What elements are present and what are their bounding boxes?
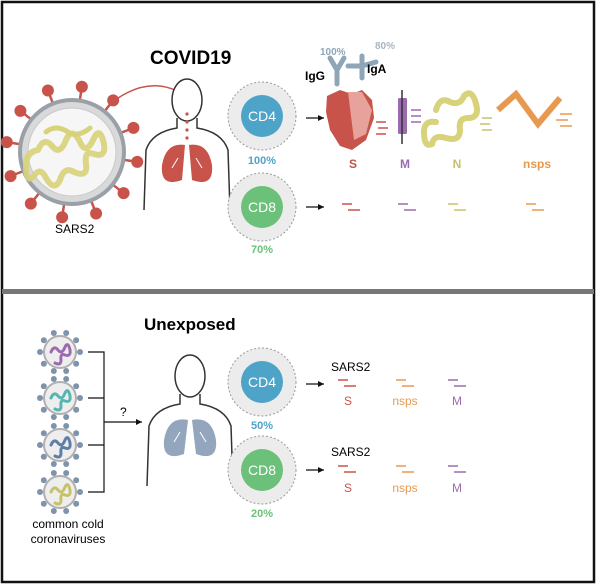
unexposed-title: Unexposed — [144, 315, 236, 334]
target-label-m-top: M — [400, 157, 410, 171]
arrowhead-cd8-top — [318, 204, 324, 210]
cd4-percent-top: 100% — [248, 155, 276, 167]
iga-label: IgA — [367, 62, 387, 76]
epitope-dashes-cd8-top — [342, 203, 544, 211]
cd4-percent-bottom: 50% — [251, 420, 273, 432]
human-body-red-lungs-icon — [143, 78, 231, 211]
arrowhead-cd4-bottom — [318, 381, 324, 387]
sars2-virus-icon — [0, 80, 144, 224]
panel-divider — [2, 289, 594, 294]
cd8-label-top: CD8 — [248, 199, 276, 215]
epitope-dashes-cd8-bottom — [338, 465, 466, 473]
arrowhead-cd8-bottom — [318, 467, 324, 473]
cd8-percent-bottom: 20% — [251, 508, 273, 520]
target-label-nsps-cd4-bottom: nsps — [392, 394, 417, 408]
sars2-virus-label: SARS2 — [55, 222, 95, 236]
cd4-label-top: CD4 — [248, 108, 276, 124]
target-label-s-top: S — [349, 157, 357, 171]
igg-label: IgG — [305, 69, 325, 83]
ccv-arrowhead — [136, 419, 142, 425]
t-cell-cd4-top — [227, 81, 297, 151]
t-cell-cd4-bottom — [227, 347, 297, 417]
t-cell-cd8-top — [227, 172, 297, 242]
nucleocapsid-protein-icon — [420, 90, 492, 148]
target-label-m-cd8-bottom: M — [452, 481, 462, 495]
antibody-iga-icon — [345, 53, 379, 81]
target-label-n-top: N — [453, 157, 462, 171]
target-label-s-cd8-bottom: S — [344, 481, 352, 495]
sars2-label-cd8: SARS2 — [331, 445, 371, 459]
antibody-igg-icon — [327, 55, 347, 87]
cd8-label-bottom: CD8 — [248, 462, 276, 478]
iga-percent: 80% — [375, 41, 395, 52]
human-body-blue-lungs-icon — [146, 354, 234, 487]
arrowhead-cd4-top — [318, 115, 324, 121]
target-label-s-cd4-bottom: S — [344, 394, 352, 408]
cd4-label-bottom: CD4 — [248, 374, 276, 390]
cd8-percent-top: 70% — [251, 244, 273, 256]
sars2-label-cd4: SARS2 — [331, 360, 371, 374]
common-cold-virus-icon — [37, 375, 83, 421]
common-cold-virus-icon — [37, 422, 83, 468]
ccv-bracket — [88, 351, 142, 493]
t-cell-cd8-bottom — [227, 435, 297, 505]
epitope-dashes-cd4-bottom — [338, 379, 466, 387]
common-cold-coronaviruses-icons — [37, 329, 83, 515]
target-label-nsps-cd8-bottom: nsps — [392, 481, 417, 495]
target-label-nsps-top: nsps — [523, 157, 551, 171]
covid-title: COVID19 — [150, 48, 231, 69]
target-label-m-cd4-bottom: M — [452, 394, 462, 408]
common-cold-virus-icon — [37, 329, 83, 375]
ccv-caption-line2: coronaviruses — [31, 532, 106, 546]
ccv-caption-line1: common cold — [32, 517, 103, 531]
question-mark: ? — [120, 405, 127, 419]
membrane-protein-icon — [398, 90, 421, 144]
common-cold-virus-icon — [37, 469, 83, 515]
igg-percent: 100% — [320, 47, 346, 58]
spike-protein-icon — [326, 90, 388, 150]
nsps-protein-icon — [496, 89, 572, 129]
